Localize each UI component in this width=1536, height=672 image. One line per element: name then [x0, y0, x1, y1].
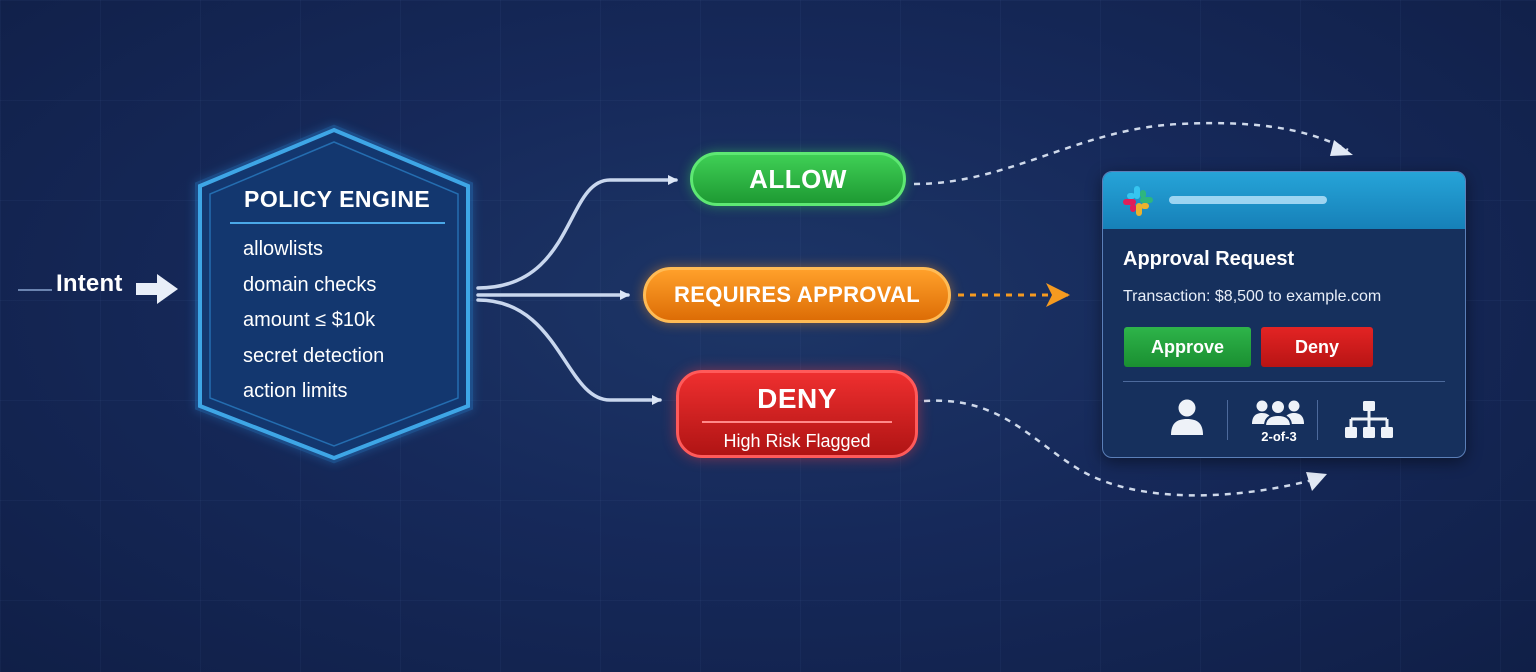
- users-group-icon: [1252, 399, 1304, 426]
- deny-button[interactable]: Deny: [1261, 327, 1373, 367]
- transaction-detail: Transaction: $8,500 to example.com: [1123, 288, 1382, 305]
- approval-request-title: Approval Request: [1123, 248, 1295, 270]
- policy-engine-hexagon: [195, 124, 473, 464]
- org-hierarchy-icon: [1345, 401, 1393, 438]
- deny-outcome-reason: High Risk Flagged: [723, 431, 871, 451]
- connector-to-deny: [476, 298, 662, 405]
- user-icon: [1171, 399, 1203, 435]
- approval-request-card: Approval Request Transaction: $8,500 to …: [1102, 171, 1466, 458]
- policy-rule: amount ≤ $10k: [243, 309, 376, 331]
- deny-outcome-label: DENY: [757, 383, 837, 414]
- policy-engine-divider: [230, 222, 445, 224]
- policy-engine-title: POLICY ENGINE: [244, 186, 431, 212]
- allow-outcome: ALLOW: [690, 152, 906, 206]
- connector-to-allow: [476, 175, 678, 290]
- policy-rule: secret detection: [243, 344, 385, 367]
- slack-logo-icon: [1123, 186, 1153, 216]
- intent-label: Intent: [56, 270, 123, 297]
- quorum-label: 2-of-3: [1261, 429, 1297, 444]
- card-header: [1103, 172, 1465, 229]
- allow-dashed-arrowhead: [1330, 140, 1353, 156]
- deny-outcome: DENY High Risk Flagged: [676, 370, 918, 458]
- approve-button[interactable]: Approve: [1124, 327, 1251, 367]
- policy-rule: domain checks: [243, 273, 377, 296]
- policy-rule-list: allowlists domain checks amount ≤ $10k s…: [243, 234, 384, 412]
- deny-dashed-path: [923, 399, 1321, 497]
- intent-arrow: [136, 274, 178, 304]
- allow-dashed-path: [913, 121, 1349, 186]
- icon-separator: [1227, 400, 1228, 440]
- card-header-placeholder-bar: [1169, 196, 1327, 204]
- deny-outcome-divider: [702, 421, 892, 423]
- policy-rule: action limits: [243, 380, 348, 402]
- card-divider: [1123, 381, 1445, 382]
- deny-dashed-arrowhead: [1306, 472, 1327, 491]
- requires-approval-outcome: REQUIRES APPROVAL: [643, 267, 951, 323]
- policy-rule: allowlists: [243, 238, 324, 260]
- icon-separator: [1317, 400, 1318, 440]
